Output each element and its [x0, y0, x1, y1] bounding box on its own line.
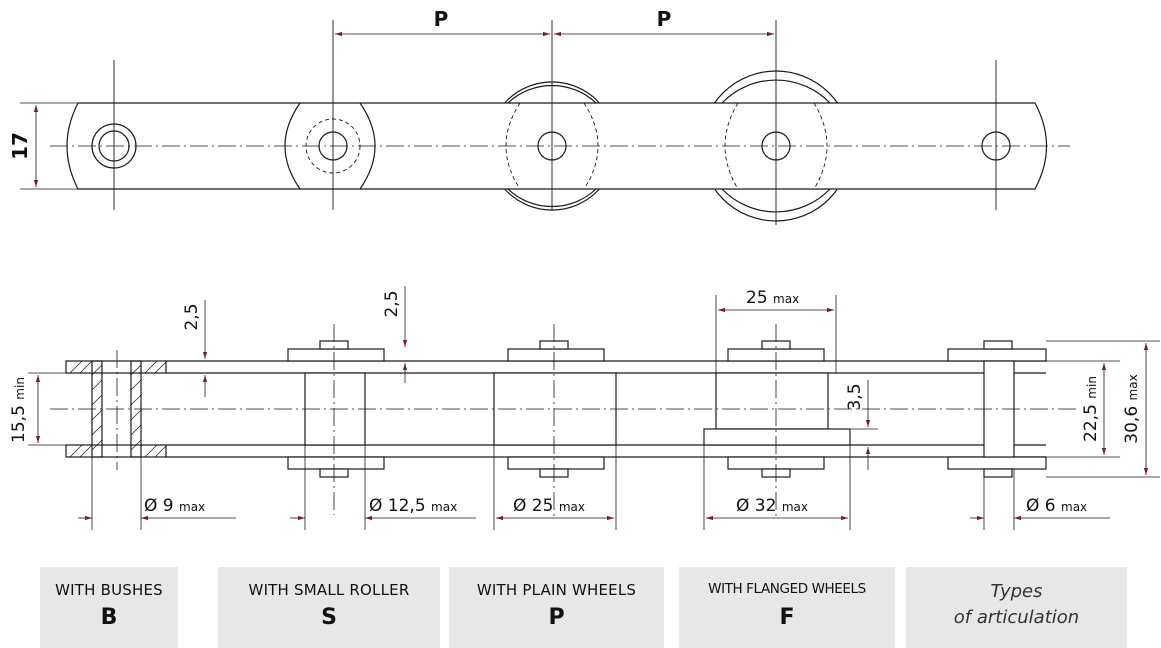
- side-view: Ø 9 max Ø 12,5 max Ø 25 max Ø 32 max Ø 6…: [9, 286, 1160, 530]
- overall-width-label: 30,6 max: [1122, 374, 1142, 443]
- type-box-plain-wheels: WITH PLAIN WHEELS P: [449, 567, 664, 648]
- type-box-flanged-wheels: WITH FLANGED WHEELS F: [679, 567, 895, 648]
- pitch-label-1: P: [434, 7, 449, 31]
- plate-height-label: 17: [8, 132, 32, 160]
- legend-line-1: Types: [990, 581, 1043, 602]
- wheel-width-label: 25 max: [746, 288, 799, 308]
- plate-thickness-right-label: 2,5: [382, 290, 402, 317]
- type-code: B: [100, 605, 118, 630]
- type-code: S: [321, 605, 337, 630]
- top-view: P P 17: [8, 7, 1070, 225]
- pin-diameter-label: Ø 6 max: [1026, 496, 1087, 516]
- flanged-wheel-section: [703, 340, 851, 478]
- type-label: WITH BUSHES: [55, 581, 163, 599]
- small-roller-diameter-label: Ø 12,5 max: [369, 496, 457, 516]
- type-code: P: [548, 605, 565, 630]
- legend-line-2: of articulation: [953, 607, 1080, 628]
- type-box-bushes: WITH BUSHES B: [40, 567, 178, 648]
- bush-diameter-label: Ø 9 max: [144, 496, 205, 516]
- legend-box: Types of articulation: [906, 567, 1127, 648]
- type-label: WITH FLANGED WHEELS: [708, 581, 866, 597]
- chain-technical-drawing: P P 17: [8, 7, 1160, 530]
- type-box-small-roller: WITH SMALL ROLLER S: [218, 567, 440, 648]
- flanged-wheel-diameter-label: Ø 32 max: [736, 496, 808, 516]
- inner-width-left-label: 15,5 min: [9, 377, 29, 443]
- plain-wheel-diameter-label: Ø 25 max: [513, 496, 585, 516]
- flange-offset-label: 3,5: [845, 383, 865, 410]
- plate-thickness-left-label: 2,5: [182, 303, 202, 330]
- type-label: WITH PLAIN WHEELS: [476, 581, 637, 599]
- pitch-label-2: P: [657, 7, 672, 31]
- inner-width-right-label: 22,5 min: [1081, 376, 1101, 442]
- type-code: F: [779, 605, 795, 630]
- type-label: WITH SMALL ROLLER: [248, 581, 410, 599]
